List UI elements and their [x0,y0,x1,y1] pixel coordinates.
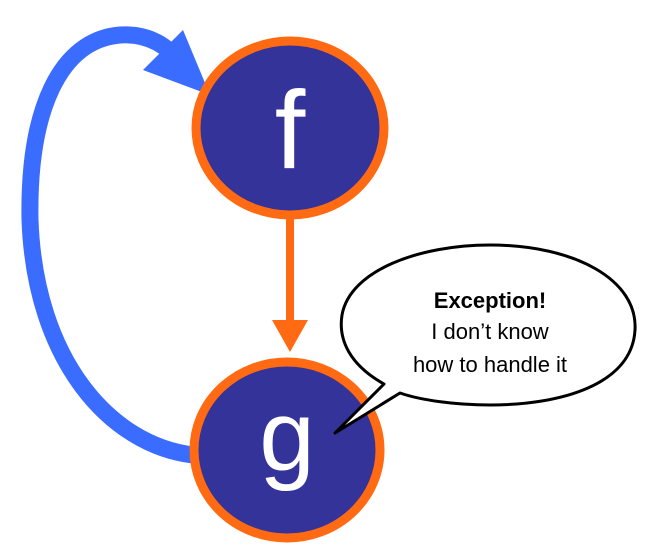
node-f-circle [191,36,389,220]
speech-bubble-shape [333,243,637,435]
loop-arrow-head [143,30,210,95]
speech-bubble: Exception! I don’t know how to handle it [333,243,637,435]
node-g: g [189,357,385,543]
node-f-label: f [275,69,306,192]
speech-bubble-line-1: I don’t know [431,319,549,344]
node-g-circle [189,357,385,543]
loop-arrow-shaft [21,26,195,464]
speech-bubble-title: Exception! [434,288,546,313]
node-g-label: g [259,380,315,492]
call-arrow-head [272,320,308,352]
node-f: f [191,36,389,220]
speech-bubble-line-2: how to handle it [413,352,567,377]
